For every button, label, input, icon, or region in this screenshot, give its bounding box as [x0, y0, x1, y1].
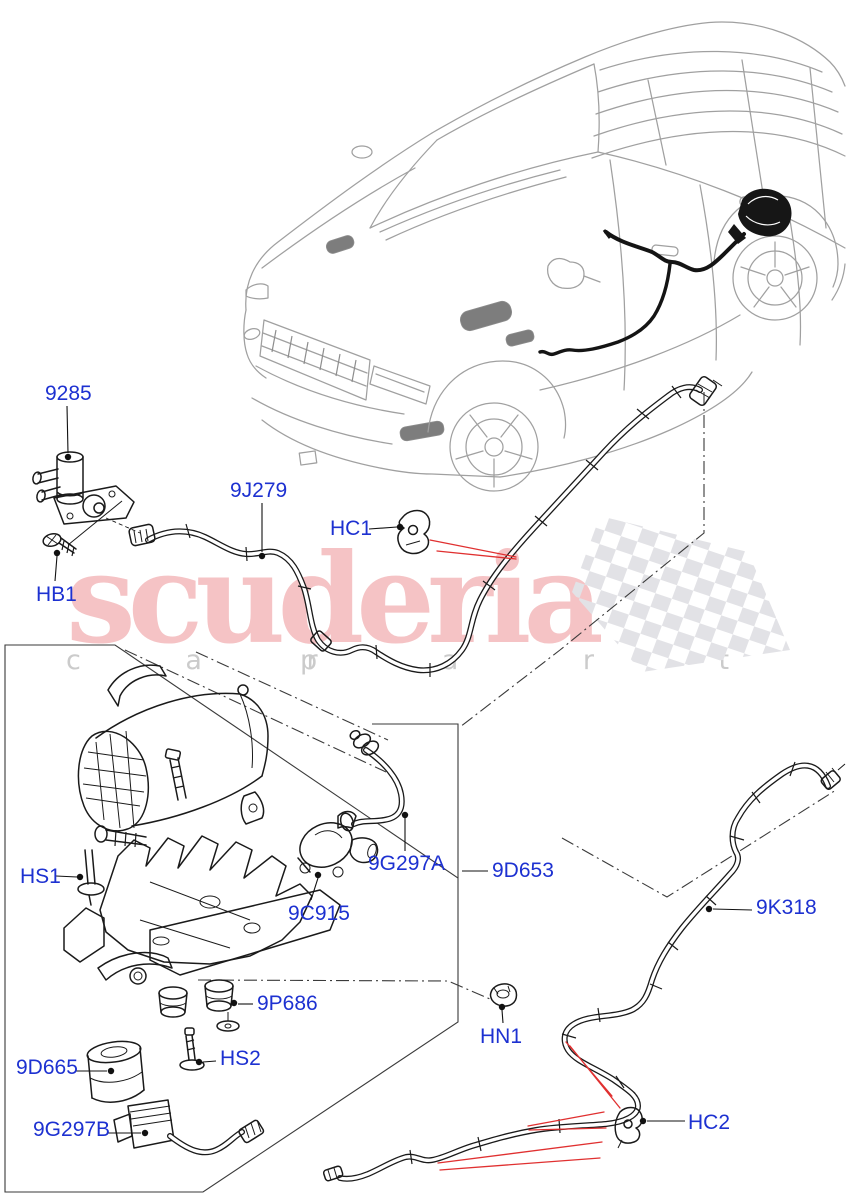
clip-hc1: [397, 509, 431, 555]
part-label-9285[interactable]: 9285: [45, 382, 92, 405]
pipe-end-connector: [128, 376, 723, 547]
part-label-9j279[interactable]: 9J279: [230, 479, 288, 502]
canister-assembly: [63, 664, 341, 1156]
stud-hs1: [77, 849, 105, 906]
part-label-hs1[interactable]: HS1: [20, 865, 61, 888]
leader-lines: [53, 405, 753, 1137]
part-label-9g297b[interactable]: 9G297B: [33, 1118, 111, 1141]
part-label-hs2[interactable]: HS2: [220, 1047, 261, 1070]
watermark-brand-text: scuderia: [66, 527, 601, 672]
part-label-hc1[interactable]: HC1: [330, 517, 373, 540]
fuel-pump-9g297b: [113, 1099, 265, 1156]
fuel-filler-harness-overlay: [538, 188, 792, 357]
part-label-9g297a[interactable]: 9G297A: [368, 852, 446, 875]
part-label-hc2[interactable]: HC2: [688, 1111, 731, 1134]
watermark-tagline-left: c a r: [66, 645, 366, 676]
pipe-top-connector: [820, 763, 846, 791]
vehicle-illustration: [243, 21, 846, 492]
part-label-9d665[interactable]: 9D665: [16, 1056, 78, 1079]
purge-valve-assembly: [297, 729, 405, 878]
vent-pipe-assembly: [322, 761, 846, 1182]
purge-valve-9c915: [297, 810, 379, 878]
bolt-b2: [94, 825, 147, 848]
checkered-flag-watermark: [572, 516, 790, 672]
fuel-filter-9d665: [86, 1040, 145, 1103]
part-label-9c915[interactable]: 9C915: [288, 902, 350, 925]
part-label-hb1[interactable]: HB1: [36, 583, 77, 606]
pipe-end-fitting: [322, 1165, 344, 1182]
part-label-9p686[interactable]: 9P686: [257, 992, 318, 1015]
vent-valve-9285: [32, 451, 141, 546]
bolt-b1: [164, 748, 187, 801]
watermark: scuderia c a r p a r t s: [66, 516, 847, 676]
red-pointer-arrows: [429, 539, 621, 1171]
bolt-hb1: [42, 533, 77, 557]
clip-hc2: [614, 1106, 643, 1149]
part-label-9d653[interactable]: 9D653: [492, 859, 554, 882]
rubber-mounts: [158, 979, 240, 1032]
part-label-9k318[interactable]: 9K318: [756, 896, 817, 919]
hose-assembly-front: [32, 376, 723, 677]
part-label-hn1[interactable]: HN1: [480, 1025, 523, 1048]
construction-lines: [4, 392, 837, 1193]
nut-hn1: [489, 983, 518, 1007]
stud-hs2: [179, 1027, 205, 1071]
